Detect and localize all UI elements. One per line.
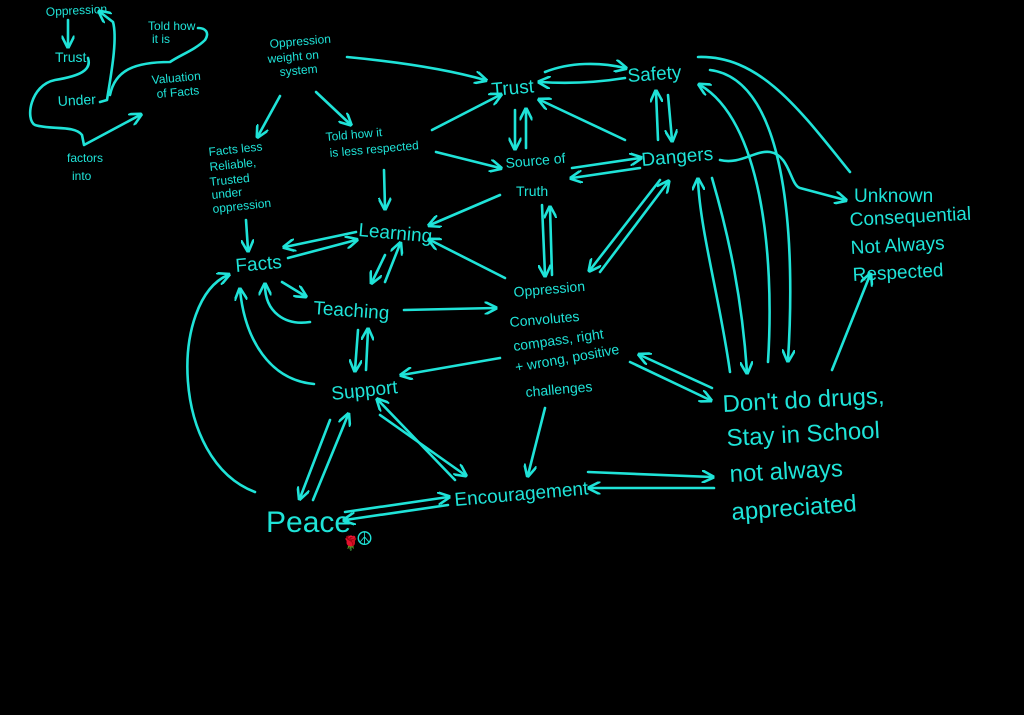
node-text: Truth [516,183,548,199]
node-unknown: Unknown Consequential Not Always Respect… [849,186,971,286]
peace-sign-icon: ☮ [356,529,373,550]
legend-factors-1: factors [67,151,103,165]
node-oppression-weight: Oppression weight on system [266,32,331,79]
connector-arrows [186,55,870,520]
legend-oppression: Oppression [45,2,107,19]
node-learning: Learning [358,220,434,247]
node-text: weight on [266,48,319,67]
node-teaching: Teaching [313,298,390,324]
node-text: not always [729,455,844,488]
node-safety: Safety [627,62,683,87]
node-text: Convolutes [509,308,580,330]
legend-told-how-2: it is [152,32,170,46]
node-text: oppression [212,196,272,216]
node-text: Consequential [849,204,971,231]
node-text: Facts less [208,139,263,159]
node-text: Stay in School [726,417,881,452]
node-facts: Facts [235,252,283,277]
node-oppression-convolutes: Oppression Convolutes compass, right + w… [509,278,621,400]
node-text: appreciated [731,490,858,526]
node-text: Told how it [325,125,383,144]
node-told-how-less-respected: Told how it is less respected [325,125,419,160]
legend-under: Under [57,91,96,109]
node-text: Reliable, [209,155,257,174]
legend-valuation-2: of Facts [156,83,200,101]
node-peace: Peace [266,506,351,539]
node-support: Support [330,377,399,405]
rose-icon: 🌹 [342,534,359,552]
node-text: Don't do drugs, [722,383,885,418]
legend-trust: Trust [55,49,86,65]
legend: Oppression Trust Under Told how it is Va… [28,2,209,183]
node-text: Not Always [850,233,945,259]
node-text: challenges [525,378,593,400]
node-dont-do-drugs: Don't do drugs, Stay in School not alway… [722,383,885,526]
node-facts-less-reliable: Facts less Reliable, Trusted under oppre… [208,139,272,216]
legend-valuation-1: Valuation [151,69,201,87]
node-text: system [279,62,318,79]
node-text: Unknown [854,186,933,207]
legend-told-how-1: Told how [148,19,196,33]
node-text: Oppression [269,32,331,51]
node-dangers: Dangers [641,144,714,171]
node-text: Trusted [209,171,250,189]
node-text: under [211,185,243,202]
node-text: Oppression [513,278,586,300]
node-source-of-truth: Source of Truth [505,150,566,199]
node-text: Source of [505,150,566,171]
legend-factors-2: into [72,169,92,183]
node-encouragement: Encouragement [454,478,590,511]
